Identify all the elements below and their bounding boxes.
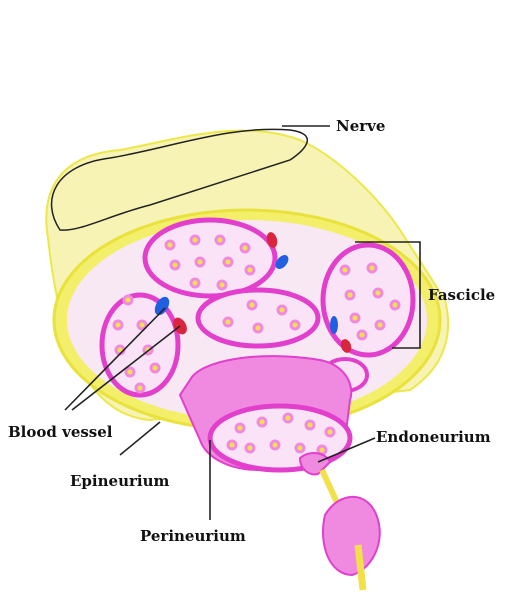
perineurium-label: Perineurium bbox=[140, 527, 246, 545]
axon-tip-core bbox=[358, 545, 363, 590]
blood-vessel-label: Blood vessel bbox=[8, 423, 113, 441]
epineurium-leader bbox=[120, 422, 160, 455]
vessel-blue-right bbox=[330, 316, 338, 334]
fascicle-right bbox=[323, 245, 413, 355]
fascicle-top bbox=[145, 220, 275, 296]
epineurium-label: Epineurium bbox=[70, 472, 169, 490]
endoneurium-axon-tip bbox=[323, 497, 380, 575]
fascicle-left bbox=[102, 295, 178, 395]
endoneurium-label: Endoneurium bbox=[376, 428, 491, 446]
fascicle-label: Fascicle bbox=[428, 286, 495, 304]
fascicle-middle bbox=[198, 290, 318, 346]
nerve-label: Nerve bbox=[336, 117, 385, 135]
